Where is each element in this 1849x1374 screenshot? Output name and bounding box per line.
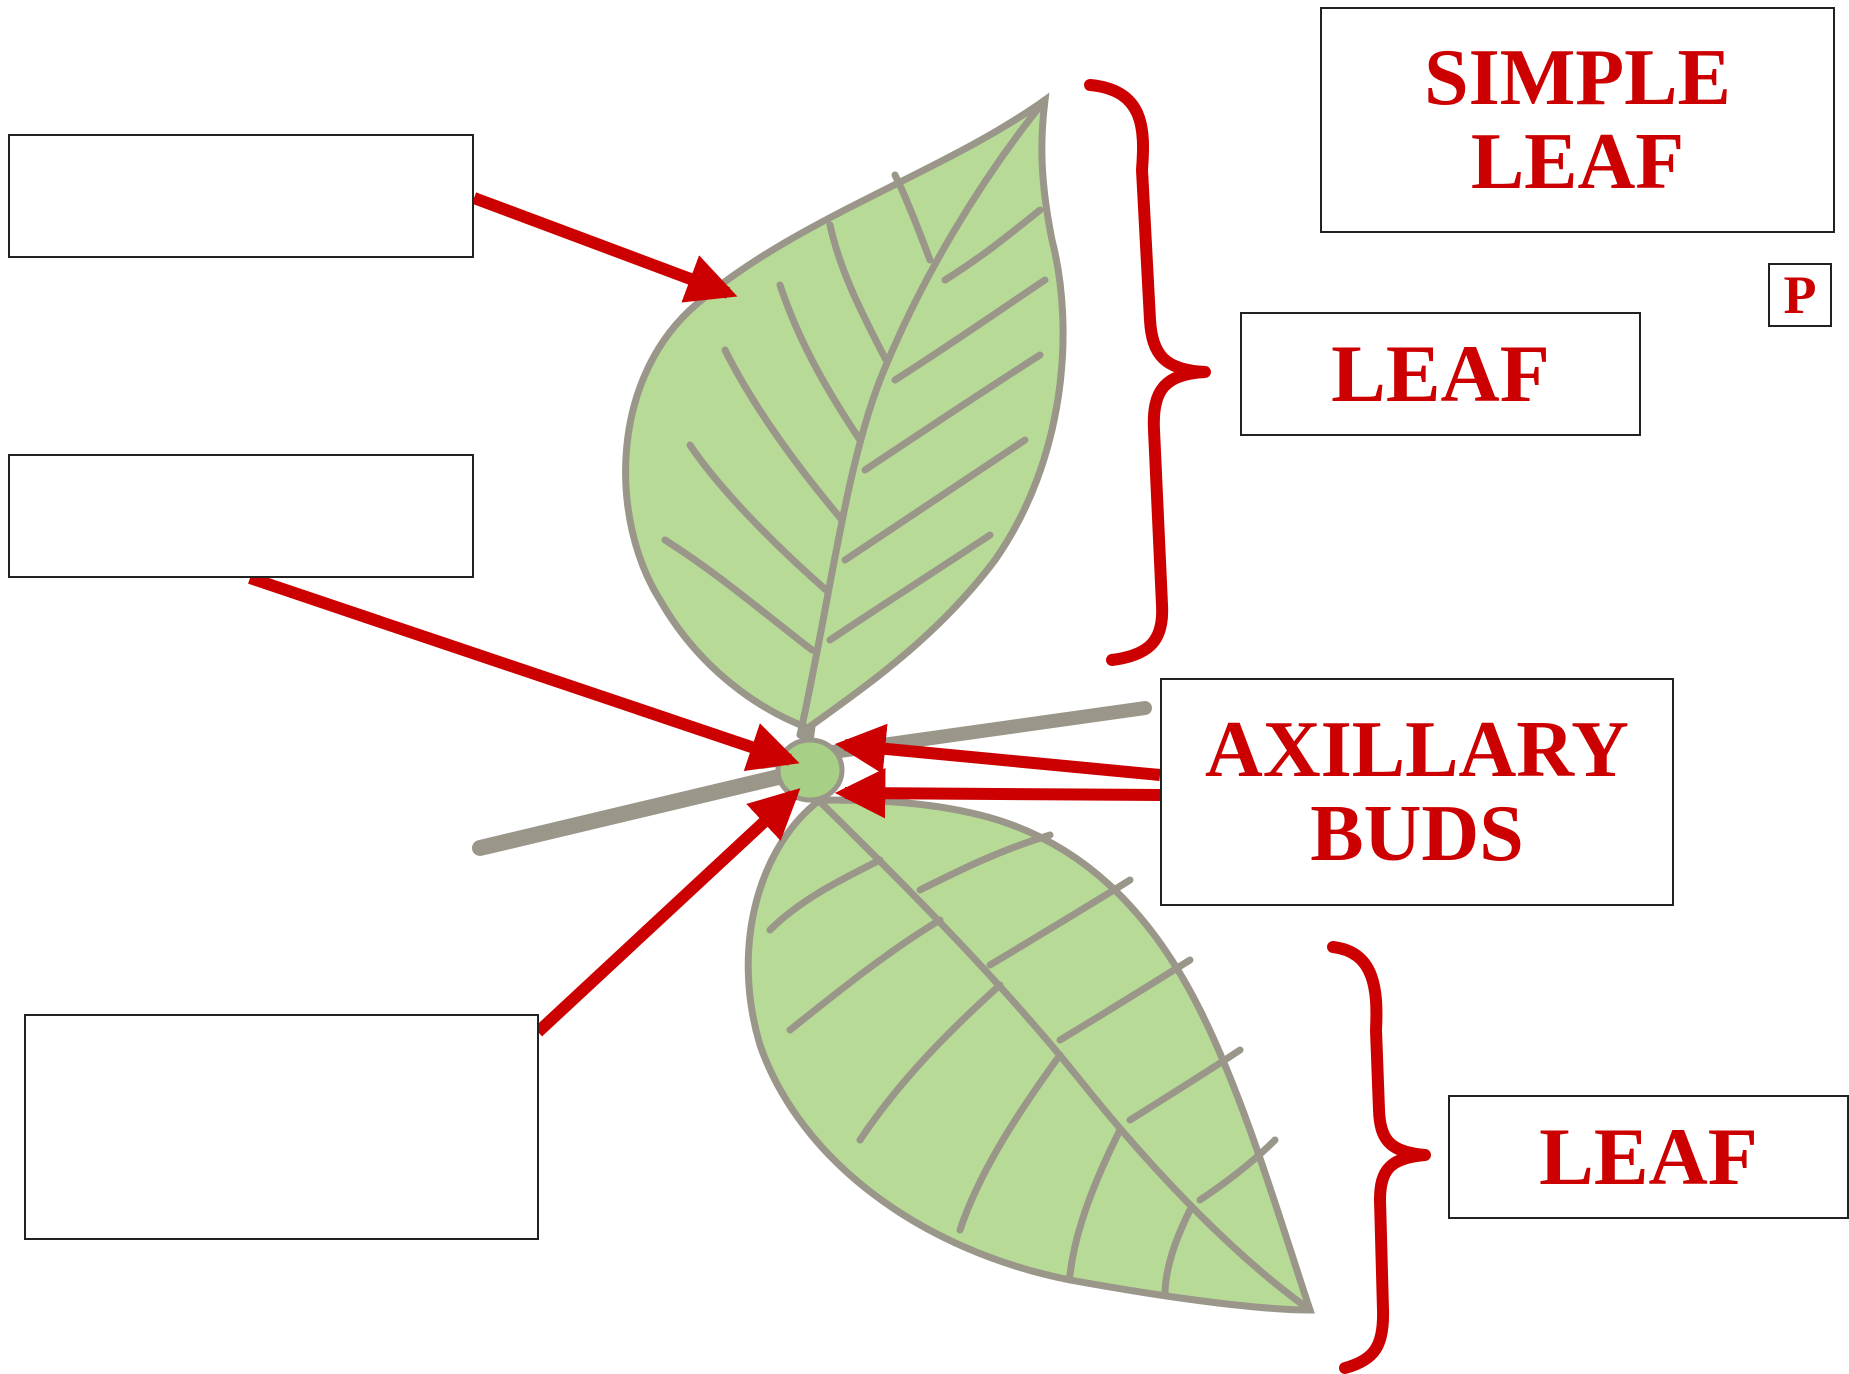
pointer-arrows: [248, 192, 1161, 1037]
top-leaf: [622, 92, 1067, 739]
axillary-line-1: AXILLARY: [1205, 706, 1629, 794]
simple-leaf-line-2: LEAF: [1470, 118, 1685, 206]
bracket-top-leaf: [1084, 79, 1211, 666]
bracket-bottom-leaf: [1327, 941, 1431, 1374]
arrow-axillary-bud-2: [834, 768, 1161, 819]
bottom-leaf: [744, 786, 1315, 1314]
simple-leaf-line-1: SIMPLE: [1424, 34, 1731, 122]
p-marker: P: [1768, 263, 1832, 327]
arrow-axillary-bud-1: [834, 723, 1161, 781]
arrow-to-node: [248, 572, 800, 772]
arrow-to-leaf-blade: [471, 192, 738, 303]
axillary-line-2: BUDS: [1310, 790, 1524, 878]
blank-label-box-1[interactable]: [8, 134, 474, 258]
leaf-label-top: LEAF: [1240, 312, 1641, 436]
leaf-label-bottom: LEAF: [1448, 1095, 1849, 1219]
axillary-buds-label: AXILLARY BUDS: [1160, 678, 1674, 906]
simple-leaf-label: SIMPLE LEAF: [1320, 7, 1835, 233]
axillary-bud: [775, 737, 845, 803]
arrow-to-stem: [533, 788, 801, 1037]
blank-label-box-2[interactable]: [8, 454, 474, 578]
blank-label-box-3[interactable]: [24, 1014, 539, 1240]
